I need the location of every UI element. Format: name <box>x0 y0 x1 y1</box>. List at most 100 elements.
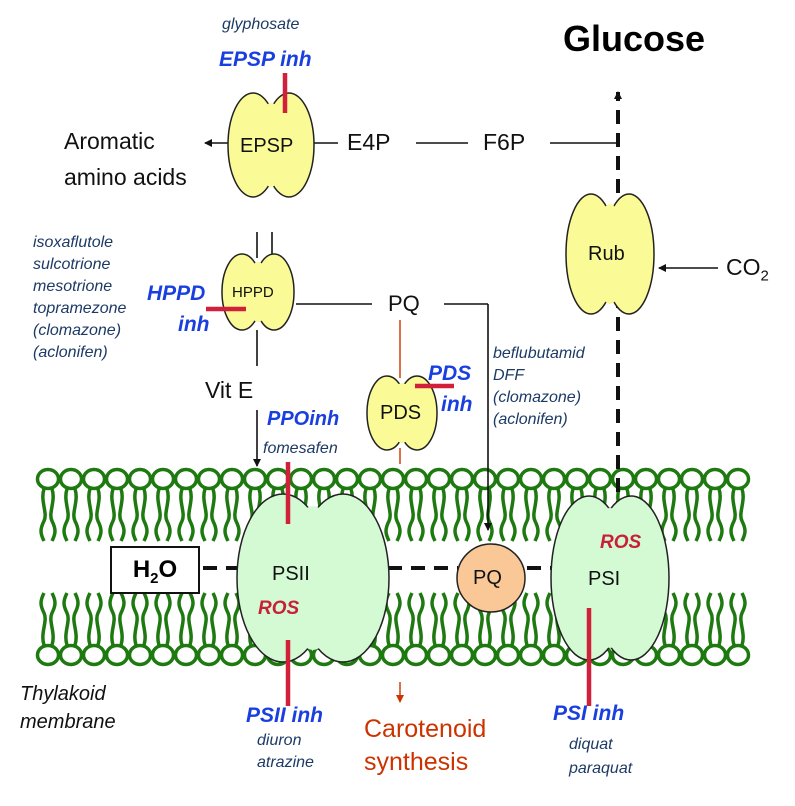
lipid-tail <box>177 592 185 646</box>
psi-ros-label: ROS <box>600 532 642 553</box>
pds-drug: (aclonifen) <box>493 411 568 428</box>
hppd-drug: (aclonifen) <box>33 344 108 361</box>
lipid-tail <box>223 488 231 542</box>
pq-carrier <box>456 543 526 613</box>
lipid-tail <box>210 488 218 542</box>
thylakoid-label: Thylakoid <box>20 683 106 705</box>
pds-drug: beflubutamid <box>493 345 585 362</box>
lipid-head <box>150 643 176 667</box>
epsp-label: EPSP <box>240 135 294 157</box>
lipid-tail <box>187 488 195 542</box>
lipid-head <box>472 643 498 667</box>
psii-inh-label: PSII inh <box>246 704 324 727</box>
lipid-head <box>702 467 728 491</box>
lipid-tail <box>141 488 149 542</box>
lipid-head <box>633 467 659 491</box>
lipid-tail <box>39 592 47 646</box>
lipid-tail <box>499 488 507 542</box>
lipid-tail <box>85 488 93 542</box>
lipid-tail <box>394 488 402 542</box>
f6p-label: F6P <box>483 129 526 155</box>
lipid-head <box>81 467 107 491</box>
lipid-tail <box>384 488 392 542</box>
hppd-drug-list: isoxaflutole sulcotrione mesotrione topr… <box>33 232 126 364</box>
lipid-head <box>610 467 636 491</box>
lipid-tail <box>693 592 701 646</box>
hppd-drug: (clomazone) <box>33 322 122 339</box>
lipid-head <box>495 467 521 491</box>
lipid-head <box>725 643 751 667</box>
lipid-tail <box>486 488 494 542</box>
lipid-tail <box>223 592 231 646</box>
lipid-tail <box>394 592 402 646</box>
lipid-head <box>518 643 544 667</box>
lipid-head <box>725 467 751 491</box>
lipid-tail <box>453 592 461 646</box>
lipid-head <box>702 643 728 667</box>
lipid-tail <box>545 488 553 542</box>
h2o-o: O <box>158 556 178 583</box>
psi-label: PSI <box>588 568 621 590</box>
pds-drug: DFF <box>493 367 525 384</box>
lipid-tail <box>476 488 484 542</box>
pds-drug-list: beflubutamid DFF (clomazone) (aclonifen) <box>493 343 585 431</box>
lipid-tail <box>72 592 80 646</box>
pds-enzyme <box>366 375 438 451</box>
lipid-head <box>656 643 682 667</box>
lipid-head <box>380 643 406 667</box>
lipid-tail <box>164 592 172 646</box>
lipid-tail <box>49 592 57 646</box>
lipid-tail <box>85 592 93 646</box>
lipid-tail <box>532 488 540 542</box>
lipid-tail <box>141 592 149 646</box>
hppd-drug: topramezone <box>33 300 127 317</box>
lipid-head <box>35 467 61 491</box>
lipid-tail <box>683 488 691 542</box>
lipid-head <box>426 467 452 491</box>
h2o-box: H2O <box>110 546 200 594</box>
aromatic-label: Aromatic <box>64 128 155 154</box>
lipid-tail <box>693 488 701 542</box>
lipid-head <box>587 467 613 491</box>
lipid-tail <box>430 488 438 542</box>
pq-label: PQ <box>388 291 420 316</box>
lipid-head <box>196 467 222 491</box>
lipid-tail <box>118 488 126 542</box>
hppd-drug: sulcotrione <box>33 256 111 273</box>
lipid-tail <box>729 592 737 646</box>
lipid-tail <box>532 592 540 646</box>
lipid-tail <box>522 592 530 646</box>
ppo-inh-label: PPOinh <box>267 408 340 430</box>
pq-carrier-label: PQ <box>473 567 502 589</box>
lipid-tail <box>716 592 724 646</box>
lipid-tail <box>200 592 208 646</box>
lipid-head <box>449 643 475 667</box>
lipid-head <box>81 643 107 667</box>
psi-drug-list: diquat paraquat <box>569 733 632 781</box>
lipid-tail <box>430 592 438 646</box>
lipid-tail <box>131 488 139 542</box>
lipid-head <box>380 467 406 491</box>
lipid-tail <box>72 488 80 542</box>
glyphosate-label: glyphosate <box>222 16 300 33</box>
lipid-head <box>196 643 222 667</box>
lipid-head <box>518 467 544 491</box>
lipid-head <box>104 643 130 667</box>
psi-drug: paraquat <box>569 760 633 777</box>
hppd-drug: mesotrione <box>33 278 113 295</box>
lipid-tail <box>108 592 116 646</box>
lipid-head <box>426 643 452 667</box>
co2-base: CO <box>726 254 761 280</box>
lipid-head <box>541 467 567 491</box>
lipid-tail <box>407 592 415 646</box>
epsp-enzyme <box>227 92 315 198</box>
vit-e-label: Vit E <box>205 377 254 403</box>
hppd-drug: isoxaflutole <box>33 234 114 251</box>
hppd-inh-label: HPPD <box>147 282 206 305</box>
lipid-tail <box>62 488 70 542</box>
psii-complex <box>236 493 390 663</box>
carotenoid-label: Carotenoid <box>364 715 487 743</box>
lipid-head <box>35 643 61 667</box>
lipid-head <box>58 643 84 667</box>
